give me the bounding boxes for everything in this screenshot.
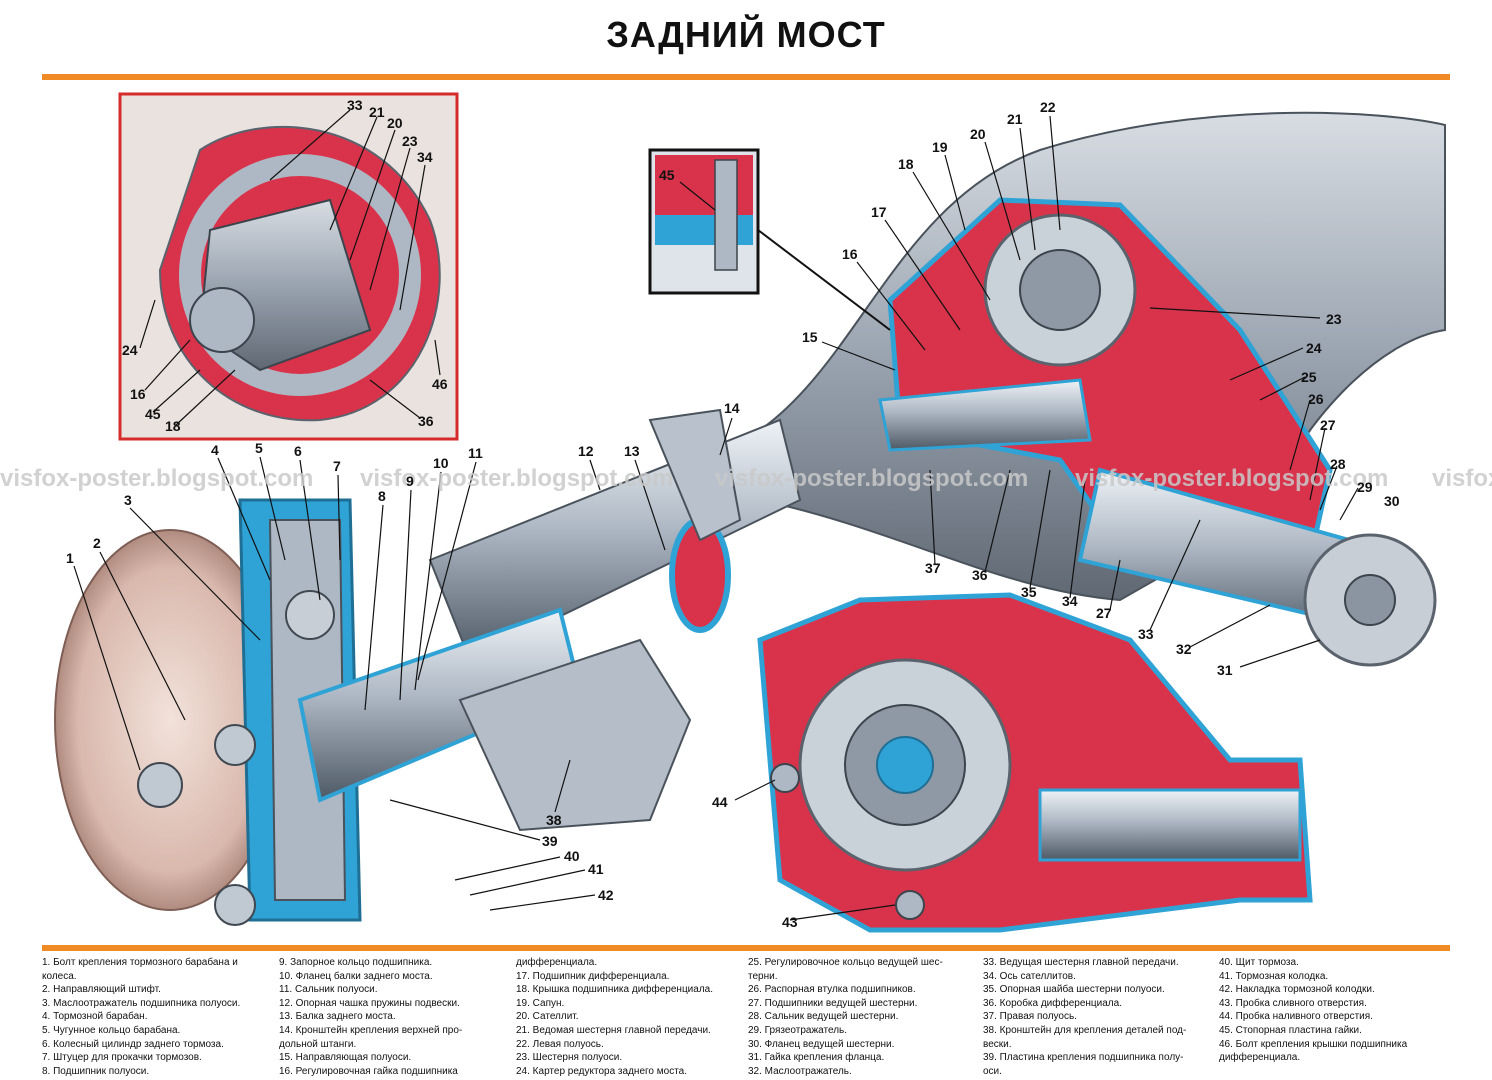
wheel-bolt: [137, 762, 183, 808]
suspension-bracket: [458, 638, 692, 832]
drain-plug: [895, 890, 925, 920]
callout-2: 2: [93, 535, 101, 551]
callout-3: 3: [124, 492, 132, 508]
legend-column-3: дифференциала. 17. Подшипник дифференциа…: [516, 957, 714, 1077]
differential-cross-section: [757, 592, 1313, 933]
callout-32: 32: [1176, 641, 1192, 657]
callout-34: 34: [1062, 593, 1078, 609]
callout-31: 31: [1217, 662, 1233, 678]
wheel-cylinder: [285, 590, 335, 640]
inset-callout-36: 36: [418, 413, 434, 429]
bottom-orange-rule: [42, 945, 1450, 951]
callout-11: 11: [468, 445, 483, 461]
callout-36: 36: [972, 567, 988, 583]
callout-44: 44: [712, 794, 728, 810]
legend-column-1: 1. Болт крепления тормозного барабана и …: [42, 957, 241, 1077]
callout-17: 17: [871, 204, 887, 220]
callout-14: 14: [724, 400, 740, 416]
callout-40: 40: [564, 848, 580, 864]
lock-plate-inset: [648, 148, 891, 331]
callout-6: 6: [294, 443, 302, 459]
inset-callout-20: 20: [387, 115, 403, 131]
leader-lines: [73, 109, 1359, 921]
callout-13: 13: [624, 443, 640, 459]
watermark-2: visfox-poster.blogspot.com: [360, 465, 673, 492]
trailing-arm-bracket: [648, 408, 742, 542]
legend-column-4: 25. Регулировочное кольцо ведущей шес- т…: [748, 957, 943, 1077]
lock-inset-callout-45: 45: [659, 167, 675, 183]
inset-callout-45: 45: [145, 406, 161, 422]
callout-8: 8: [378, 488, 386, 504]
watermark-5: visfox-poster.blogspot.com: [1432, 465, 1492, 492]
inset-callout-33: 33: [347, 97, 363, 113]
callout-28: 28: [1330, 456, 1346, 472]
callout-41: 41: [588, 861, 604, 877]
callout-labels: 1 2 3 4 5 6 7 8 9 10 11 12 13 14 15 16 1…: [66, 97, 1400, 930]
callout-1: 1: [66, 550, 74, 566]
legend-column-2: 9. Запорное кольцо подшипника. 10. Флане…: [279, 957, 463, 1077]
callout-9: 9: [406, 473, 414, 489]
inset-callout-24: 24: [122, 342, 138, 358]
differential-section: [878, 197, 1437, 667]
inset-callout-21: 21: [369, 104, 385, 120]
callout-5: 5: [255, 440, 263, 456]
callout-43: 43: [782, 914, 798, 930]
inset-callout-46: 46: [432, 376, 448, 392]
callout-39: 39: [542, 833, 558, 849]
poster-title: ЗАДНИЙ МОСТ: [606, 14, 886, 55]
callout-24: 24: [1306, 340, 1322, 356]
callout-22: 22: [1040, 99, 1056, 115]
top-orange-rule: [42, 74, 1450, 80]
callout-16: 16: [842, 246, 858, 262]
callout-33: 33: [1138, 626, 1154, 642]
axle-beam: [428, 418, 802, 662]
callout-23: 23: [1326, 311, 1342, 327]
differential-inset: [118, 92, 459, 441]
callout-30: 30: [1384, 493, 1400, 509]
callout-18: 18: [898, 156, 914, 172]
callout-25: 25: [1301, 369, 1317, 385]
callout-29: 29: [1357, 479, 1373, 495]
callout-10: 10: [433, 455, 449, 471]
left-axle-shaft: [878, 378, 1092, 452]
watermark-3: visfox-poster.blogspot.com: [715, 465, 1028, 492]
callout-15: 15: [802, 329, 818, 345]
callout-4: 4: [211, 442, 219, 458]
inset-callout-34: 34: [417, 149, 433, 165]
callout-35: 35: [1021, 584, 1037, 600]
watermark-1: visfox-poster.blogspot.com: [0, 465, 313, 492]
inset-callout-18: 18: [165, 418, 181, 434]
callout-37: 37: [925, 560, 941, 576]
brake-drum-assembly: [54, 498, 583, 926]
legend-column-6: 40. Щит тормоза. 41. Тормозная колодка. …: [1219, 957, 1408, 1064]
callout-26: 26: [1308, 391, 1324, 407]
parts-legend: 1. Болт крепления тормозного барабана и …: [42, 956, 1450, 1078]
callout-27b: 27: [1096, 605, 1112, 621]
legend-column-5: 33. Ведущая шестерня главной передачи. 3…: [983, 957, 1187, 1077]
callout-38: 38: [546, 812, 562, 828]
callout-12: 12: [578, 443, 594, 459]
callout-7: 7: [333, 458, 341, 474]
inset-callout-16: 16: [130, 386, 146, 402]
callout-19: 19: [932, 139, 948, 155]
watermark-strip: visfox-poster.blogspot.com visfox-poster…: [0, 465, 1492, 492]
inset-callout-23: 23: [402, 133, 418, 149]
callout-21: 21: [1007, 111, 1023, 127]
watermark-4: visfox-poster.blogspot.com: [1075, 465, 1388, 492]
callout-27: 27: [1320, 417, 1336, 433]
callout-20: 20: [970, 126, 986, 142]
callout-42: 42: [598, 887, 614, 903]
fill-plug: [770, 763, 800, 793]
